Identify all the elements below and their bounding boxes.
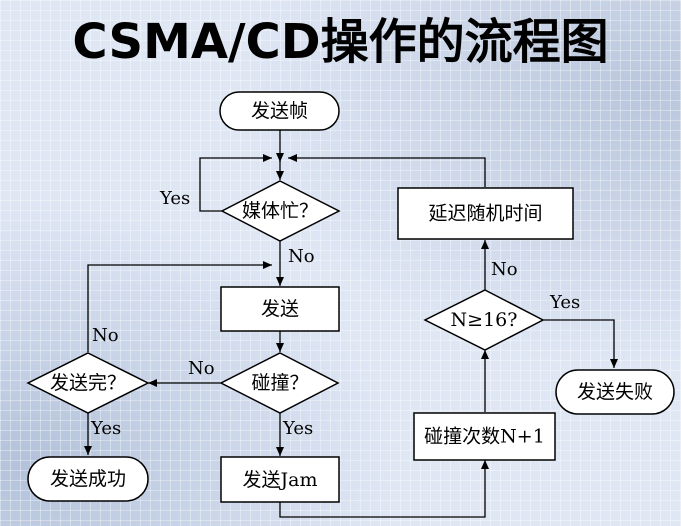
node-medium-busy: 媒体忙？ (220, 180, 341, 242)
node-start: 发送帧 (219, 91, 340, 131)
node-random-delay-label: 延迟随机时间 (428, 203, 542, 225)
node-send-success: 发送成功 (27, 456, 149, 502)
node-send-fail: 发送失败 (555, 369, 675, 415)
edge-labels: Yes No No Yes No Yes No Yes (90, 188, 580, 439)
node-send-jam-label: 发送Jam (243, 469, 318, 491)
label-done-no: No (92, 325, 119, 346)
edge-limit-yes-to-fail (543, 319, 618, 368)
edge-busy-yes-loop (199, 154, 272, 212)
node-send-fail-label: 发送失败 (577, 381, 653, 403)
label-busy-yes: Yes (159, 188, 190, 209)
label-done-yes: Yes (90, 418, 121, 439)
node-random-delay: 延迟随机时间 (397, 187, 574, 240)
node-medium-busy-label: 媒体忙？ (242, 200, 318, 222)
edge-delay-to-merge (288, 154, 486, 187)
node-limit-check-label: N≥16? (451, 309, 518, 331)
label-collide-yes: Yes (282, 418, 313, 439)
edge-done-no-loop (87, 261, 272, 352)
label-collide-no: No (188, 358, 215, 379)
node-collision-label: 碰撞？ (251, 372, 308, 394)
node-send-done: 发送完？ (26, 352, 150, 414)
node-collision: 碰撞？ (219, 352, 340, 414)
edge-jam-to-count (279, 460, 489, 518)
page-title: CSMA/CD操作的流程图 (72, 14, 609, 70)
connectors (84, 130, 618, 518)
node-send: 发送 (220, 286, 340, 332)
node-send-jam: 发送Jam (220, 456, 340, 503)
node-collision-count-label: 碰撞次数N+1 (424, 426, 545, 448)
label-busy-no: No (288, 246, 315, 267)
label-limit-no: No (491, 259, 518, 280)
node-send-success-label: 发送成功 (50, 468, 126, 490)
node-collision-count: 碰撞次数N+1 (413, 412, 556, 461)
node-send-done-label: 发送完？ (50, 372, 126, 394)
node-send-label: 发送 (261, 298, 299, 320)
node-limit-check: N≥16? (423, 289, 545, 351)
node-start-label: 发送帧 (251, 100, 308, 122)
label-limit-yes: Yes (549, 292, 580, 313)
